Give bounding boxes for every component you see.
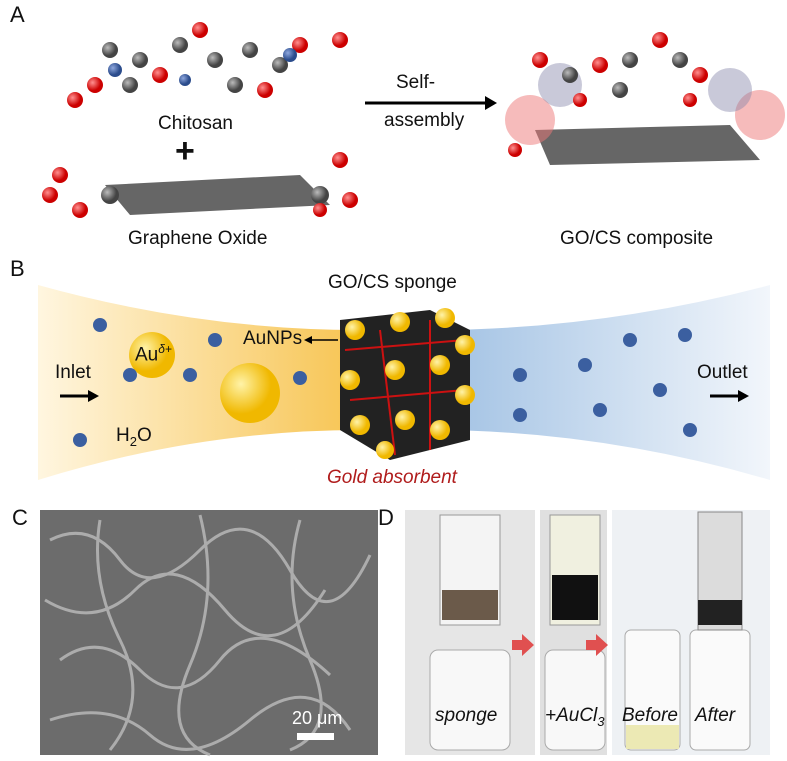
aucl3-subscript: 3 bbox=[597, 713, 605, 729]
go-cs-composite-molecule bbox=[505, 32, 785, 165]
au-ion-charge: δ+ bbox=[158, 342, 172, 356]
panel-label-d: D bbox=[378, 505, 394, 530]
sponge-photo-label: sponge bbox=[435, 705, 498, 726]
inlet-flow-region bbox=[38, 285, 360, 480]
self-assembly-label-2: assembly bbox=[384, 110, 465, 131]
aucl3-base: +AuCl bbox=[545, 705, 598, 726]
au-ion-sphere bbox=[129, 332, 175, 378]
red-arrow-icon bbox=[586, 634, 608, 656]
panel-label-b: B bbox=[10, 256, 25, 281]
panel-label-a: A bbox=[10, 2, 25, 27]
water-o: O bbox=[136, 425, 152, 446]
aucl3-photo-label: +AuCl3 bbox=[545, 705, 605, 729]
panel-label-c: C bbox=[12, 505, 28, 530]
red-arrow-icon bbox=[512, 634, 534, 656]
aunps-label: AuNPs bbox=[243, 328, 303, 349]
scale-bar-label: 20 μm bbox=[292, 708, 343, 728]
go-cs-composite-label: GO/CS composite bbox=[560, 228, 714, 249]
sponge-title: GO/CS sponge bbox=[328, 272, 457, 293]
graphene-oxide-molecule bbox=[42, 152, 358, 218]
water-molecules bbox=[73, 318, 697, 447]
before-label: Before bbox=[622, 705, 678, 726]
water-h: H bbox=[116, 425, 130, 446]
syringe-photos bbox=[405, 510, 770, 755]
chitosan-label: Chitosan bbox=[158, 113, 233, 134]
water-label: H2O bbox=[116, 425, 152, 449]
sem-image bbox=[40, 510, 378, 757]
au-nanoparticle-sphere bbox=[220, 363, 280, 423]
after-label: After bbox=[695, 705, 736, 726]
graphene-oxide-label: Graphene Oxide bbox=[128, 228, 268, 249]
plus-sign: + bbox=[175, 132, 195, 170]
au-ion-label: Auδ+ bbox=[135, 342, 172, 366]
go-cs-sponge-cube bbox=[340, 308, 475, 460]
water-subscript: 2 bbox=[129, 433, 137, 449]
gold-absorbent-label: Gold absorbent bbox=[327, 467, 457, 488]
self-assembly-label-1: Self- bbox=[396, 72, 436, 93]
inlet-label: Inlet bbox=[55, 362, 91, 383]
au-ion-base: Au bbox=[135, 344, 159, 366]
chitosan-molecule bbox=[67, 22, 348, 108]
outlet-label: Outlet bbox=[697, 362, 748, 383]
